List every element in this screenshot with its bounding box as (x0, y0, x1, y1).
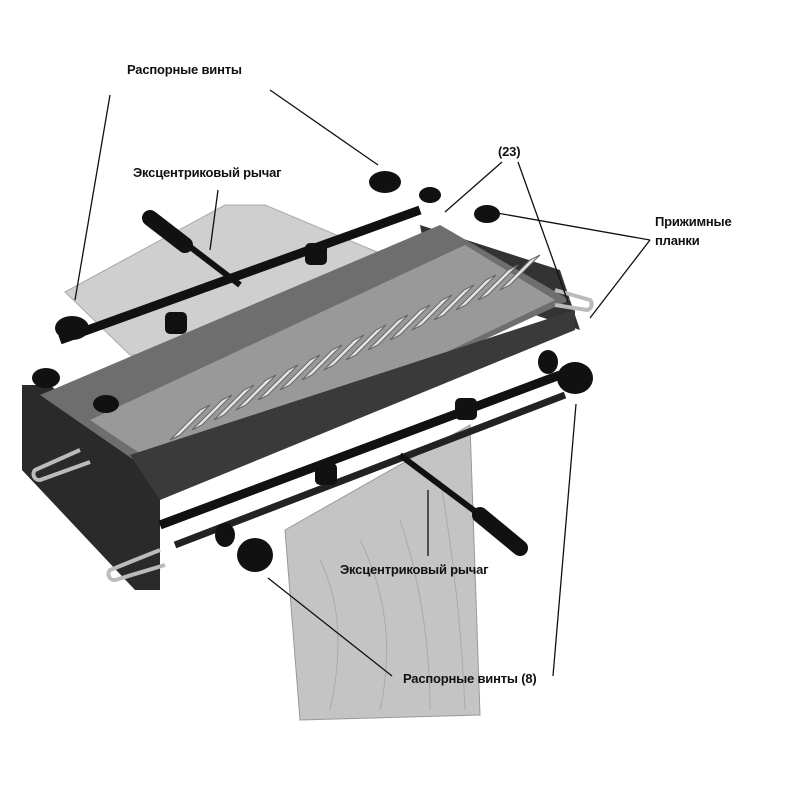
template-finger (455, 274, 497, 311)
knob-icon (474, 205, 500, 223)
knob-icon (419, 187, 441, 203)
label-spacer-screws-top: Распорные винты (127, 62, 242, 77)
knob-icon (93, 395, 119, 413)
knob-icon (55, 316, 89, 340)
label-cam-lever-bottom: Эксцентриковый рычаг (340, 562, 489, 577)
rear-cam-lever-handle (142, 210, 193, 253)
knob-icon (369, 171, 401, 193)
knob-icon (215, 523, 235, 547)
jig-frame-left (22, 385, 160, 590)
template-finger (367, 314, 409, 351)
knob-icon (32, 368, 60, 388)
template-finger (257, 364, 299, 401)
front-cam-lever-handle (472, 507, 528, 556)
template-finger (191, 394, 233, 431)
template-finger (279, 354, 321, 391)
knob-icon (538, 350, 558, 374)
label-clamp-bars-line2: планки (655, 233, 700, 248)
template-finger (213, 384, 255, 421)
template-finger (477, 264, 519, 301)
label-cam-lever-top: Эксцентриковый рычаг (133, 165, 282, 180)
template-finger (169, 404, 211, 441)
template-finger (301, 344, 343, 381)
label-part-number: (23) (498, 144, 521, 159)
guide-loop-bottom (106, 548, 166, 582)
template-fingers (169, 254, 541, 441)
front-rod-2 (173, 391, 567, 549)
guide-loop-left (31, 448, 91, 482)
template-finger (345, 324, 387, 361)
label-clamp-bars-line1: Прижимные (655, 214, 732, 229)
knob-icon (557, 362, 593, 394)
rear-rod (58, 205, 422, 345)
leader-lines (74, 89, 651, 677)
template-finger (411, 294, 453, 331)
knobs (32, 171, 593, 572)
front-rod-1 (158, 370, 562, 530)
template-finger (235, 374, 277, 411)
front-clamp-bar (130, 310, 575, 500)
guide-loop-right (554, 288, 594, 313)
label-spacer-screws-bottom: Распорные винты (8) (403, 671, 537, 686)
template-finger (499, 254, 541, 291)
template-finger (433, 284, 475, 321)
template-finger (389, 304, 431, 341)
template-finger (323, 334, 365, 371)
knob-icon (237, 538, 273, 572)
